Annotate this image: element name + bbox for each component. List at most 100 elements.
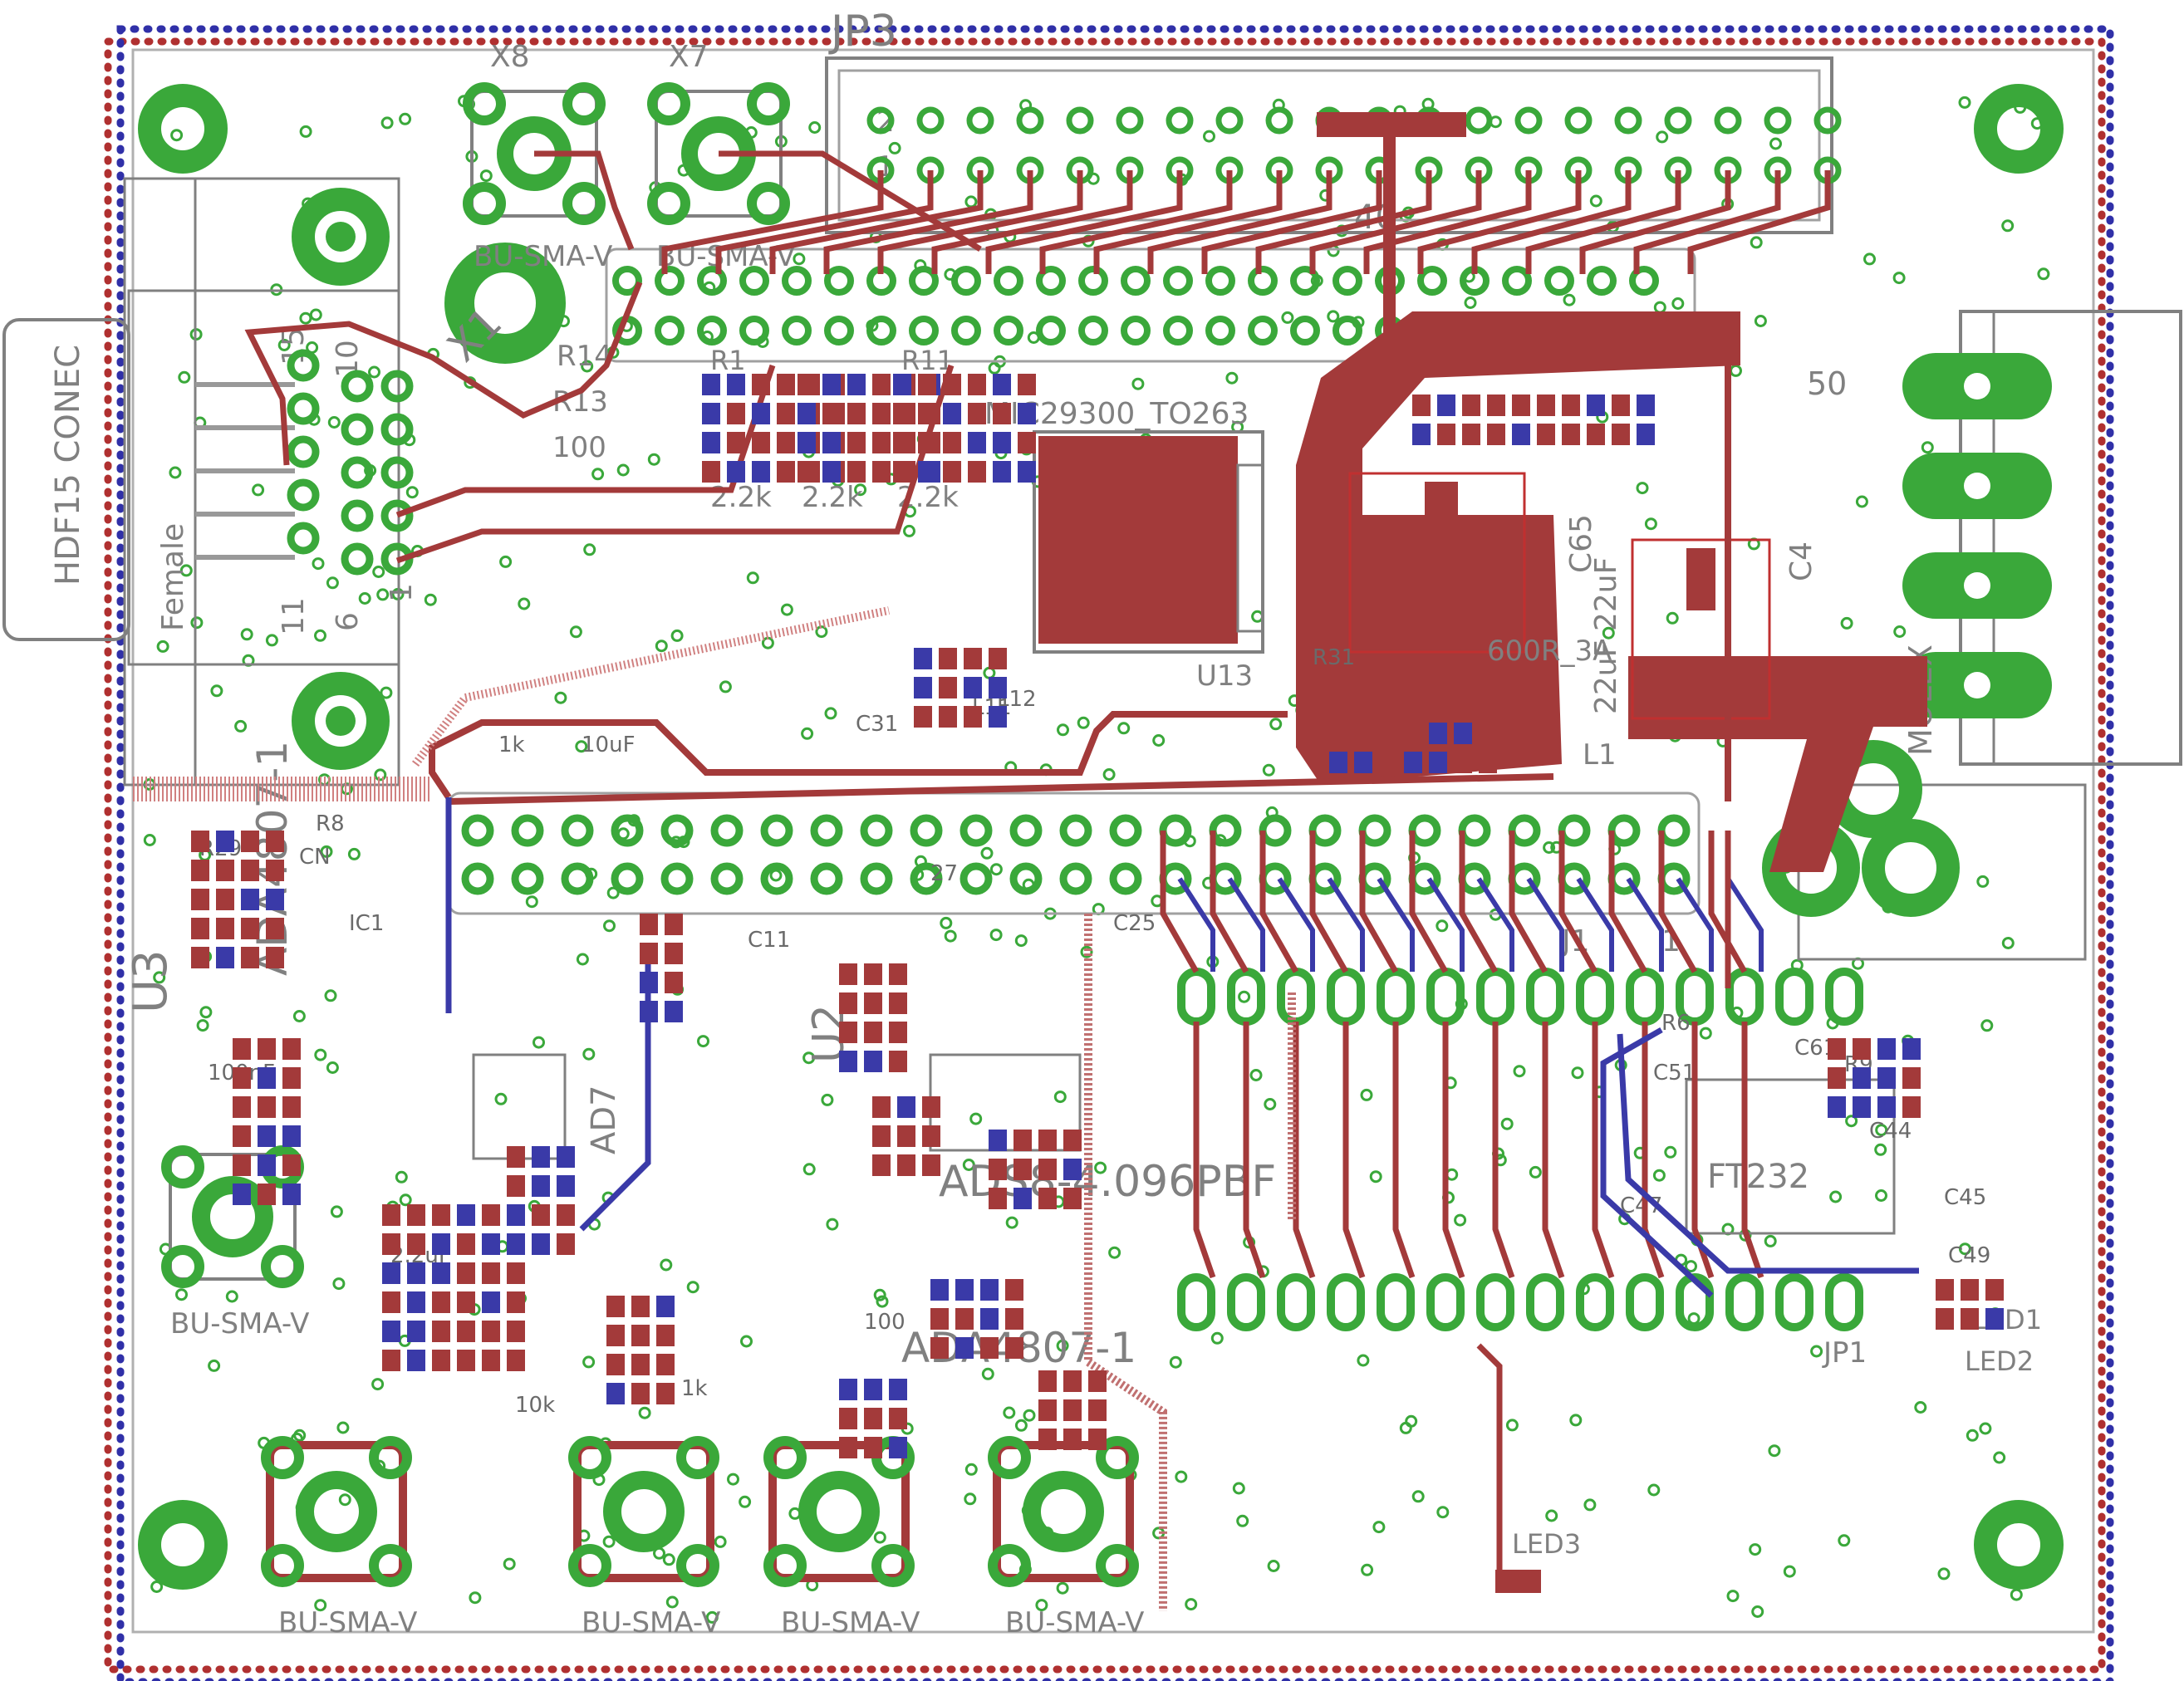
- smd-pad: [282, 1038, 301, 1060]
- smd-pad: [640, 1001, 658, 1022]
- r1-value: 2.2k: [710, 481, 772, 514]
- j1-pad: [810, 862, 843, 895]
- j2-pad: [697, 266, 727, 296]
- trace: [1558, 831, 1598, 973]
- smd-pad: [606, 1296, 625, 1317]
- via: [371, 1378, 385, 1391]
- smd-pad: [282, 1096, 301, 1118]
- j2-pad: [1502, 266, 1532, 296]
- smd-pad: [1853, 1038, 1871, 1060]
- c65-ref: C65: [1564, 514, 1598, 573]
- smd-pad: [1828, 1038, 1846, 1060]
- trace: [719, 150, 982, 252]
- jp1-pad: [1676, 1273, 1714, 1331]
- jp1-pad: [1626, 968, 1664, 1026]
- smd-pad: [914, 677, 932, 698]
- via: [525, 895, 538, 909]
- j1-pad: [561, 814, 594, 847]
- via: [705, 1610, 719, 1624]
- smd-pad: [1354, 723, 1372, 744]
- smd-pad: [382, 1233, 400, 1255]
- led3-footprint: [1495, 1570, 1541, 1593]
- smd-pad: [989, 1188, 1007, 1209]
- sma-left: BU-SMA-V: [161, 1145, 309, 1340]
- via: [1893, 625, 1907, 638]
- trace: [1633, 170, 1781, 274]
- smd-pad: [752, 374, 770, 395]
- smd-pad: [889, 1408, 907, 1429]
- smd-pad: [1637, 395, 1655, 416]
- jp1-pad: [1277, 1273, 1315, 1331]
- trace: [1658, 831, 1698, 973]
- inductor-value: 600R_3A: [1487, 635, 1612, 668]
- smd-pad: [939, 677, 957, 698]
- smd-pad: [1454, 752, 1472, 773]
- smd-pad: [798, 461, 816, 483]
- jp1-pad: [1725, 968, 1764, 1026]
- smd-pad: [631, 1296, 650, 1317]
- trace: [1509, 831, 1548, 973]
- trace: [1617, 1033, 1919, 1274]
- smd-pad: [918, 432, 936, 453]
- via: [1571, 1066, 1584, 1080]
- trace: [1177, 877, 1215, 972]
- jp1-pad: [1426, 1273, 1465, 1331]
- j1-pad: [1059, 814, 1092, 847]
- smd-pad: [665, 1001, 683, 1022]
- via: [821, 1093, 834, 1106]
- c4-ref: C4: [1784, 542, 1818, 581]
- smd-pad: [382, 1321, 400, 1342]
- j1-pad: [611, 862, 644, 895]
- jp1-pad: [1476, 1273, 1514, 1331]
- smd-pad: [1088, 1429, 1107, 1450]
- smd-pad: [864, 1408, 882, 1429]
- via: [824, 707, 837, 720]
- smd-pad: [407, 1233, 425, 1255]
- jp1-pad: [1377, 968, 1415, 1026]
- via: [989, 863, 1003, 876]
- smd-pad: [1063, 1130, 1082, 1151]
- j2-pad: [909, 316, 939, 346]
- trace: [1039, 170, 1233, 274]
- via: [1056, 1339, 1069, 1352]
- smd-pad: [1877, 1067, 1896, 1089]
- via: [225, 1290, 238, 1303]
- j1-pad: [1607, 814, 1641, 847]
- smd-pad: [432, 1350, 450, 1371]
- smd-pad: [872, 374, 891, 395]
- trace: [1476, 877, 1514, 972]
- sma-ground: [1096, 1436, 1139, 1479]
- via: [1057, 723, 1069, 737]
- hdf-pad: [380, 456, 414, 489]
- trace: [1309, 831, 1349, 973]
- hdf-pin: [195, 468, 295, 473]
- smd-pad: [847, 432, 866, 453]
- via: [1014, 934, 1028, 948]
- via: [1281, 311, 1294, 324]
- smd-pad: [266, 947, 284, 968]
- component-label: IC1: [349, 911, 384, 936]
- via: [179, 564, 193, 577]
- via: [1840, 616, 1853, 630]
- smd-pad: [507, 1291, 525, 1313]
- via: [1563, 293, 1576, 306]
- sma-ground: [988, 1436, 1031, 1479]
- smd-pad: [993, 403, 1011, 424]
- smd-pad: [382, 1291, 400, 1313]
- led3-ref: LED3: [1512, 1528, 1581, 1560]
- hdf-pad: [341, 413, 374, 446]
- smd-pad: [889, 1437, 907, 1458]
- smd-pad: [839, 1408, 857, 1429]
- jp1-pad: [1775, 1273, 1813, 1331]
- smd-pad: [507, 1204, 525, 1226]
- via: [399, 112, 412, 125]
- sma-body: [768, 1441, 910, 1582]
- smd-pad: [864, 963, 882, 985]
- smd-pad: [864, 992, 882, 1014]
- component-label: CN: [299, 845, 331, 870]
- via: [1863, 252, 1876, 266]
- j2-pad: [1290, 316, 1320, 346]
- hdf-pad: [341, 499, 374, 532]
- smd-pad: [702, 374, 720, 395]
- via: [1937, 1567, 1951, 1581]
